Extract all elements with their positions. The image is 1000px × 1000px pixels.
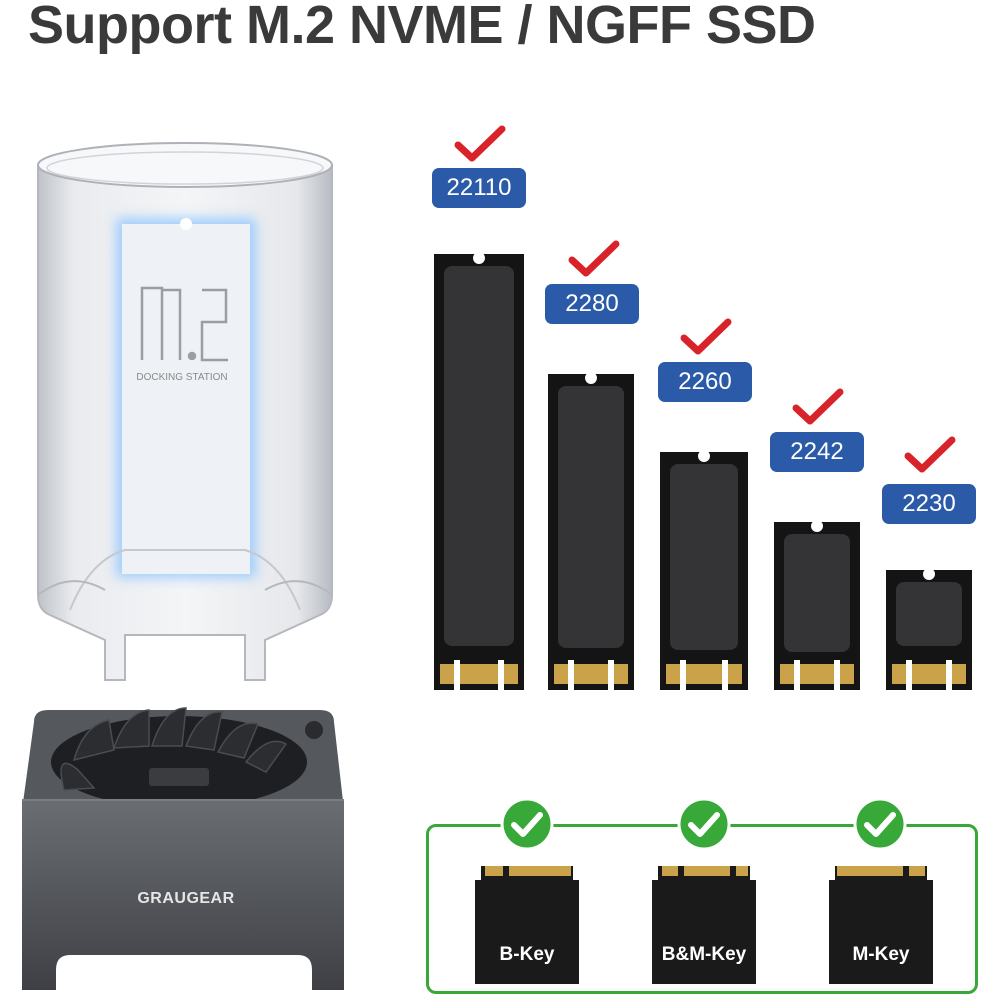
check-icon bbox=[792, 388, 844, 425]
size-badge-2260: 2260 bbox=[658, 362, 752, 402]
size-badge-2230: 2230 bbox=[882, 484, 976, 524]
brand-logo: GRAUGEAR bbox=[137, 890, 235, 907]
check-icon bbox=[568, 240, 620, 277]
ssd-2230-image bbox=[886, 570, 972, 690]
ssd-22110-image bbox=[434, 254, 524, 690]
bm-key-connector-icon bbox=[652, 866, 756, 984]
key-label: M-Key bbox=[852, 944, 910, 965]
key-label: B-Key bbox=[499, 944, 555, 965]
check-icon bbox=[680, 318, 732, 355]
ssd-2280-image bbox=[548, 374, 634, 690]
ssd-2260-image bbox=[660, 452, 748, 690]
key-card-bm: B&M-Key bbox=[652, 866, 756, 984]
m-key-connector-icon bbox=[829, 866, 933, 984]
size-badge-2242: 2242 bbox=[770, 432, 864, 472]
check-icon bbox=[454, 125, 506, 162]
dock-base-image bbox=[22, 707, 344, 990]
check-circle-icon bbox=[500, 797, 554, 851]
key-label: B&M-Key bbox=[661, 944, 747, 965]
b-key-connector-icon bbox=[475, 866, 579, 984]
check-icon bbox=[904, 436, 956, 473]
ssd-2242-image bbox=[774, 522, 860, 690]
size-badge-2280: 2280 bbox=[545, 284, 639, 324]
size-badge-22110: 22110 bbox=[432, 168, 526, 208]
check-circle-icon bbox=[677, 797, 731, 851]
page-title: Support M.2 NVME / NGFF SSD bbox=[28, 0, 816, 55]
docking-station-label: DOCKING STATION bbox=[136, 372, 228, 383]
dome-cover-image bbox=[37, 142, 333, 681]
check-circle-icon bbox=[853, 797, 907, 851]
key-card-m: M-Key bbox=[829, 866, 933, 984]
key-card-b: B-Key bbox=[475, 866, 579, 984]
